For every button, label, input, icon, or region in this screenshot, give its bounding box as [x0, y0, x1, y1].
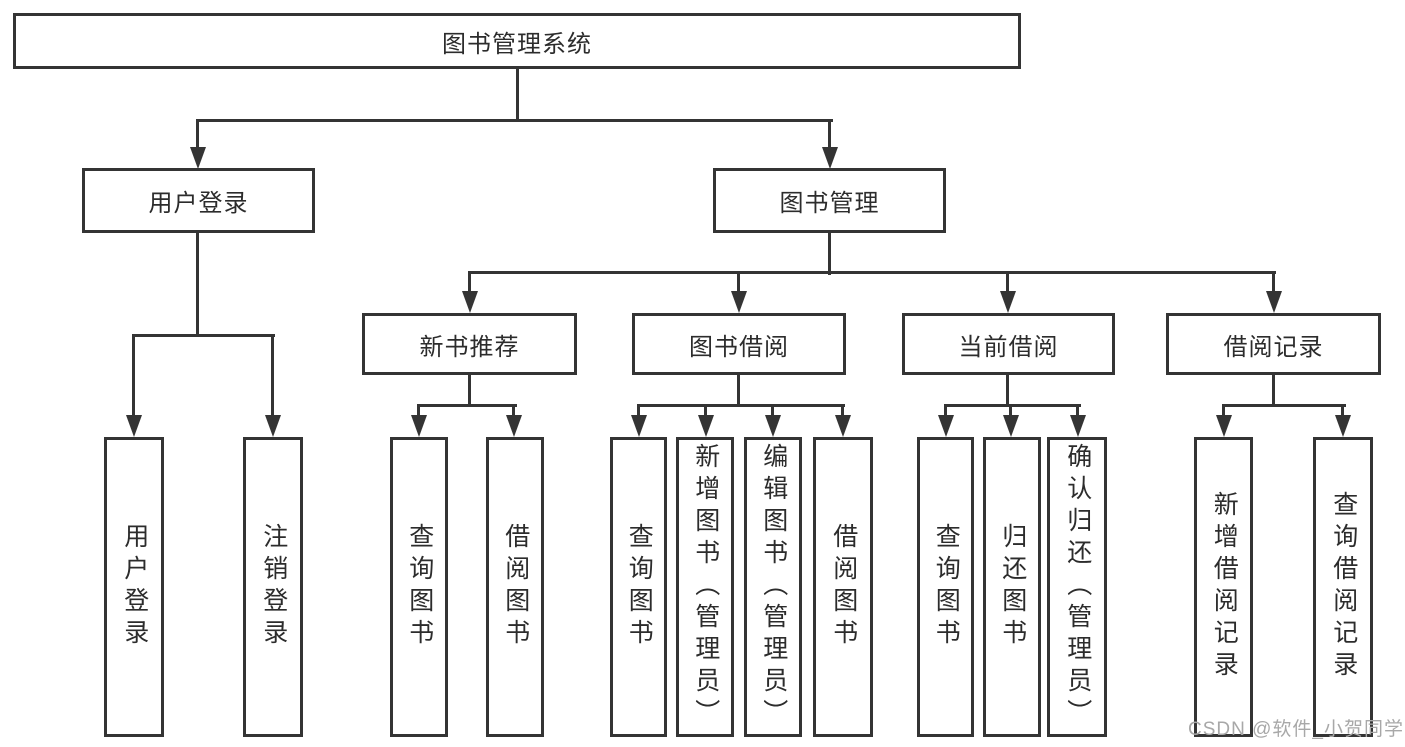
leaf-label: 查询图书	[932, 523, 961, 651]
edge-drop-leaf	[841, 404, 844, 419]
leaf-label: 注销登录	[259, 523, 288, 651]
leaf-bb-edit-books-admin: 编辑图书（管理员）	[744, 437, 802, 737]
connector-arrowhead	[765, 415, 781, 437]
edge-drop-leaf	[944, 404, 947, 419]
connector-arrowhead	[1070, 415, 1086, 437]
leaf-bb-query-books: 查询图书	[610, 437, 667, 737]
leaf-label: 查询图书	[405, 523, 434, 651]
edge-new-books-stem	[468, 375, 471, 407]
leaf-label: 查询图书	[625, 523, 654, 651]
edge-current-borrow-rail	[944, 404, 1081, 407]
edge-drop-book-mgmt	[828, 119, 831, 149]
node-book-borrow: 图书借阅	[632, 313, 846, 375]
edge-drop-leaf-logout	[271, 334, 274, 419]
leaf-bb-borrow-books: 借阅图书	[813, 437, 873, 737]
node-borrow-records: 借阅记录	[1166, 313, 1381, 375]
edge-drop-borrow-records	[1272, 271, 1275, 295]
edge-drop-user-login	[196, 119, 199, 149]
connector-arrowhead	[190, 147, 206, 169]
connector-arrowhead	[506, 415, 522, 437]
connector-arrowhead	[822, 147, 838, 169]
leaf-label: 新增借阅记录	[1210, 491, 1239, 683]
edge-root-stem	[516, 68, 519, 122]
leaf-label: 归还图书	[998, 523, 1027, 651]
connector-arrowhead	[126, 415, 142, 437]
connector-arrowhead	[835, 415, 851, 437]
edge-book-borrow-rail	[637, 404, 845, 407]
edge-drop-leaf	[417, 404, 420, 419]
edge-book-mgmt-rail	[468, 271, 1276, 274]
connector-arrowhead	[265, 415, 281, 437]
csdn-watermark: CSDN @软件_小贺同学	[1188, 719, 1404, 740]
leaf-label: 编辑图书（管理员）	[759, 443, 788, 731]
node-book-management: 图书管理	[713, 168, 946, 233]
edge-user-login-stem	[196, 233, 199, 337]
edge-new-books-rail	[417, 404, 517, 407]
connector-arrowhead	[1216, 415, 1232, 437]
edge-drop-leaf	[704, 404, 707, 419]
edge-drop-leaf	[512, 404, 515, 419]
edge-drop-leaf-login	[132, 334, 135, 419]
edge-borrow-records-stem	[1272, 375, 1275, 407]
edge-drop-leaf	[1222, 404, 1225, 419]
edge-user-login-rail	[132, 334, 275, 337]
leaf-label: 查询借阅记录	[1329, 491, 1358, 683]
edge-root-rail	[196, 119, 833, 122]
leaf-label: 借阅图书	[501, 523, 530, 651]
node-user-login: 用户登录	[82, 168, 315, 233]
edge-drop-new-books	[468, 271, 471, 295]
leaf-label: 确认归还（管理员）	[1063, 443, 1092, 731]
leaf-bb-add-books-admin: 新增图书（管理员）	[676, 437, 734, 737]
connector-arrowhead	[731, 291, 747, 313]
edge-drop-leaf	[1076, 404, 1079, 419]
connector-arrowhead	[938, 415, 954, 437]
leaf-label: 借阅图书	[829, 523, 858, 651]
leaf-nb-query-books: 查询图书	[390, 437, 448, 737]
leaf-nb-borrow-books: 借阅图书	[486, 437, 544, 737]
edge-drop-leaf	[771, 404, 774, 419]
leaf-cb-return-books: 归还图书	[983, 437, 1041, 737]
edge-book-mgmt-stem	[828, 233, 831, 275]
connector-arrowhead	[1335, 415, 1351, 437]
connector-arrowhead	[1003, 415, 1019, 437]
leaf-user-login: 用户登录	[104, 437, 164, 737]
edge-drop-current-borrow	[1006, 271, 1009, 295]
leaf-label: 新增图书（管理员）	[691, 443, 720, 731]
connector-arrowhead	[698, 415, 714, 437]
edge-drop-leaf	[1341, 404, 1344, 419]
node-root-system: 图书管理系统	[13, 13, 1021, 69]
leaf-label: 用户登录	[120, 523, 149, 651]
connector-arrowhead	[462, 291, 478, 313]
connector-arrowhead	[1000, 291, 1016, 313]
connector-arrowhead	[631, 415, 647, 437]
node-current-borrow: 当前借阅	[902, 313, 1115, 375]
edge-book-borrow-stem	[737, 375, 740, 407]
edge-drop-leaf	[1009, 404, 1012, 419]
edge-borrow-records-rail	[1222, 404, 1346, 407]
leaf-logout: 注销登录	[243, 437, 303, 737]
leaf-br-add-record: 新增借阅记录	[1194, 437, 1253, 737]
connector-arrowhead	[1266, 291, 1282, 313]
leaf-cb-query-books: 查询图书	[917, 437, 974, 737]
edge-drop-book-borrow	[737, 271, 740, 295]
leaf-br-query-record: 查询借阅记录	[1313, 437, 1373, 737]
connector-arrowhead	[411, 415, 427, 437]
leaf-cb-confirm-return-admin: 确认归还（管理员）	[1047, 437, 1107, 737]
edge-current-borrow-stem	[1006, 375, 1009, 407]
node-new-book-recommend: 新书推荐	[362, 313, 577, 375]
edge-drop-leaf	[637, 404, 640, 419]
